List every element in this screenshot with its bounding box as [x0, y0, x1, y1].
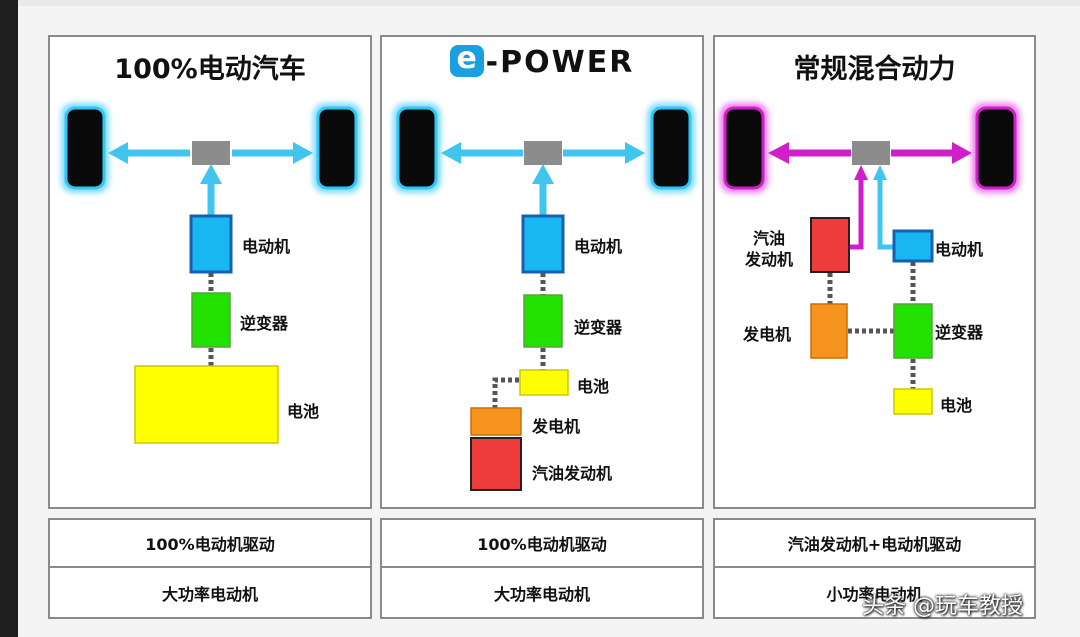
hybrid-motor-type-cell: 小功率电动机 — [713, 566, 1036, 619]
gearbox-icon — [524, 141, 562, 165]
gearbox-icon — [192, 141, 230, 165]
motor-drive-arrow — [532, 164, 554, 216]
gearbox-icon — [852, 141, 890, 165]
motor-drive-arrow — [873, 165, 893, 250]
epower-battery-label: 电池 — [577, 377, 610, 396]
left-wheel-icon — [393, 103, 441, 193]
ev-motor-label: 电动机 — [242, 237, 291, 256]
hybrid-diagram — [720, 103, 1020, 415]
hybrid-drive-cell: 汽油发动机+电动机驱动 — [713, 518, 1036, 568]
panel-epower-title: e -POWER — [382, 41, 702, 80]
right-wheel-icon — [972, 103, 1020, 193]
hybrid-battery-label: 电池 — [940, 396, 973, 415]
hybrid-motor-label: 电动机 — [935, 240, 984, 259]
right-wheel-icon — [313, 103, 361, 193]
motor-block — [892, 229, 934, 263]
epower-title-text: -POWER — [485, 45, 635, 80]
hybrid-engine-label-line2: 发动机 — [745, 250, 794, 269]
panel-hybrid-title: 常规混合动力 — [793, 54, 956, 85]
engine-drive-arrow — [849, 165, 868, 250]
right-wheel-icon — [647, 103, 695, 193]
motor-block — [189, 214, 233, 274]
panel-ev-title: 100%电动汽车 — [114, 54, 306, 85]
epower-logo-letter: e — [456, 41, 477, 76]
watermark: 头条 @玩车教授 — [862, 594, 1023, 619]
hybrid-engine-label: 汽油 发动机 — [745, 228, 793, 270]
epower-engine-label: 汽油发动机 — [532, 464, 613, 483]
epower-diagram — [393, 103, 695, 491]
epower-logo-icon: e — [449, 41, 484, 77]
left-wheel-icon — [61, 103, 109, 193]
epower-drive-cell: 100%电动机驱动 — [380, 518, 704, 568]
ev-diagram — [61, 103, 361, 444]
hybrid-generator-label: 发电机 — [743, 325, 792, 344]
generator-block — [470, 407, 522, 436]
left-wheel-icon — [720, 103, 768, 193]
inverter-block — [893, 303, 933, 359]
axle-arrows — [108, 142, 313, 164]
ev-battery-label: 电池 — [287, 402, 320, 421]
epower-motor-label: 电动机 — [574, 237, 623, 256]
ev-inverter-label: 逆变器 — [240, 314, 289, 333]
ev-motor-type-cell: 大功率电动机 — [48, 566, 372, 619]
battery-block — [134, 365, 279, 444]
engine-block — [810, 217, 850, 273]
epower-motor-type-cell: 大功率电动机 — [380, 566, 704, 619]
battery-block — [519, 369, 569, 396]
top-edge-strip — [18, 0, 1080, 6]
hybrid-engine-label-line1: 汽油 — [753, 229, 786, 248]
ev-drive-cell: 100%电动机驱动 — [48, 518, 372, 568]
epower-inverter-label: 逆变器 — [574, 318, 623, 337]
axle-arrows — [441, 142, 645, 164]
battery-block — [893, 388, 933, 415]
left-edge-bar — [0, 0, 18, 637]
motor-drive-arrow — [200, 164, 222, 216]
inverter-block — [523, 294, 563, 348]
inverter-block — [191, 292, 231, 348]
generator-block — [810, 303, 848, 359]
hybrid-inverter-label: 逆变器 — [935, 323, 984, 342]
axle-arrows — [768, 142, 972, 164]
motor-block — [521, 214, 565, 274]
engine-block — [470, 437, 522, 491]
epower-generator-label: 发电机 — [532, 417, 581, 436]
